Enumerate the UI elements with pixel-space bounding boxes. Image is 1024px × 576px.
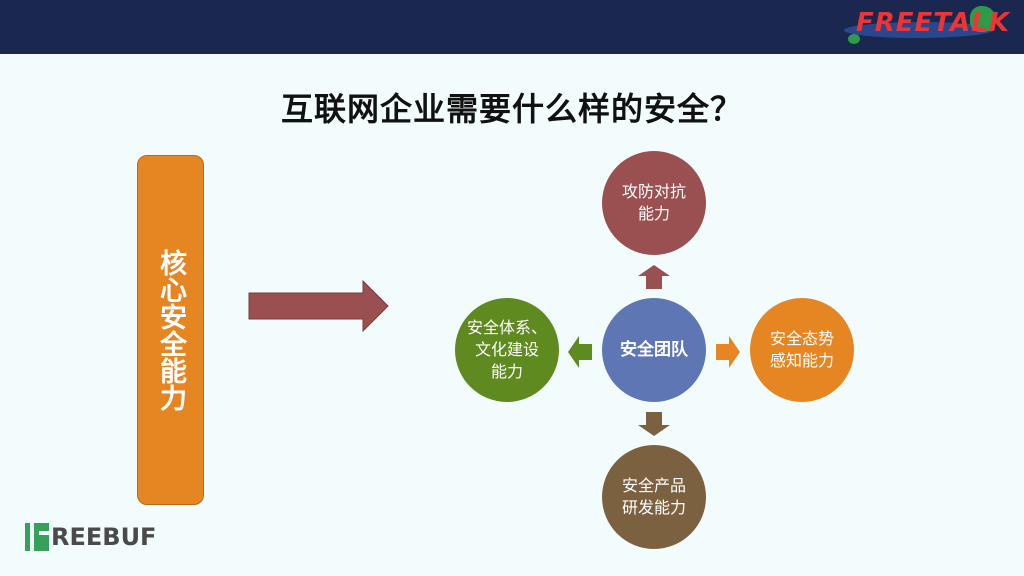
freebuf-logo-bar [25,523,30,551]
security-culture-circle: 安全体系、 文化建设 能力 [455,298,559,402]
header-bar: FREETALK [0,0,1024,54]
circle-label-line: 安全体系、 [466,318,547,337]
security-team-circle: 安全团队 [602,298,706,402]
freebuf-logo-f-mark [34,523,49,551]
freebuf-logo-text: REEBUF [51,523,157,551]
right-arrow-icon [716,336,740,368]
circle-label-line: 能力 [637,204,670,223]
left-arrow-icon [568,336,592,368]
freebuf-logo: REEBUF [25,522,156,552]
security-team-label: 安全团队 [620,340,688,360]
slide-title: 互联网企业需要什么样的安全？ [280,90,743,128]
situational-awareness-circle: 安全态势 感知能力 [750,298,854,402]
freetalk-logo-text: FREETALK [856,8,1010,38]
circle-label-line: 安全产品 [621,476,686,495]
freetalk-logo: FREETALK [826,2,1009,52]
down-arrow-icon [638,412,670,436]
offense-defense-circle: 攻防对抗 能力 [602,151,706,255]
core-capability-label: 核心安全能力 [155,249,186,411]
circle-label-line: 安全态势 [769,329,834,348]
circle-label-line: 攻防对抗 [621,182,686,201]
product-development-circle: 安全产品 研发能力 [602,445,706,549]
circle-label-line: 能力 [490,362,523,381]
paint-splash-decoration [970,6,996,32]
circle-label-line: 感知能力 [769,351,834,370]
up-arrow-icon [638,265,670,289]
circle-label-line: 文化建设 [474,340,539,359]
core-capability-box: 核心安全能力 [137,155,204,505]
right-arrow-icon [248,280,389,332]
paint-splash-decoration [848,34,860,44]
circle-label-line: 研发能力 [621,498,686,517]
